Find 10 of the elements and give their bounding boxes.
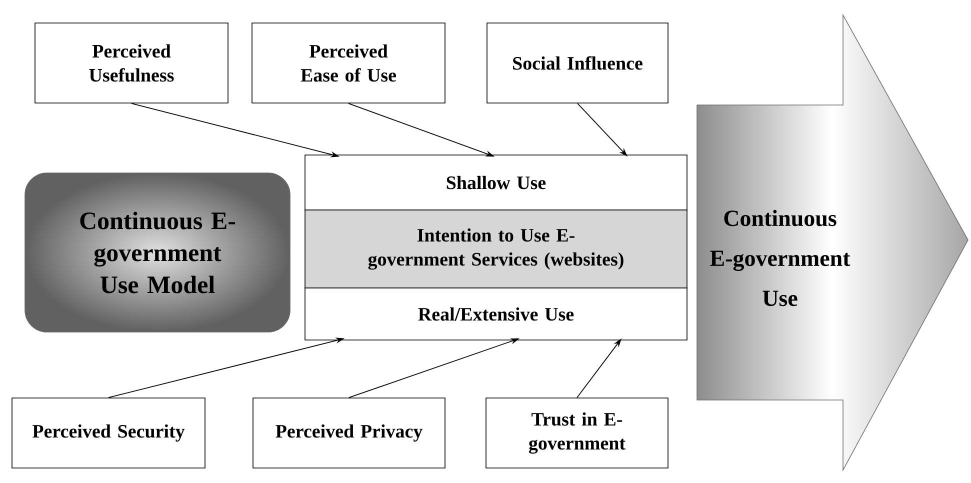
- factor-box: Perceived Usefulness: [34, 22, 228, 104]
- factor-box: Perceived Privacy: [252, 398, 446, 468]
- stage-band: Intention to Use E-government Services (websites): [304, 210, 688, 288]
- stage-band: Real/Extensive Use: [304, 288, 688, 340]
- factor-box: Social Influence: [486, 22, 668, 104]
- factor-box: Perceived Ease of Use: [252, 22, 446, 104]
- model-box: Continuous E-government Use Model: [24, 172, 290, 332]
- factor-box: Trust in E-government: [486, 398, 668, 468]
- stage-band: Shallow Use: [304, 154, 688, 210]
- factor-box: Perceived Security: [12, 398, 206, 468]
